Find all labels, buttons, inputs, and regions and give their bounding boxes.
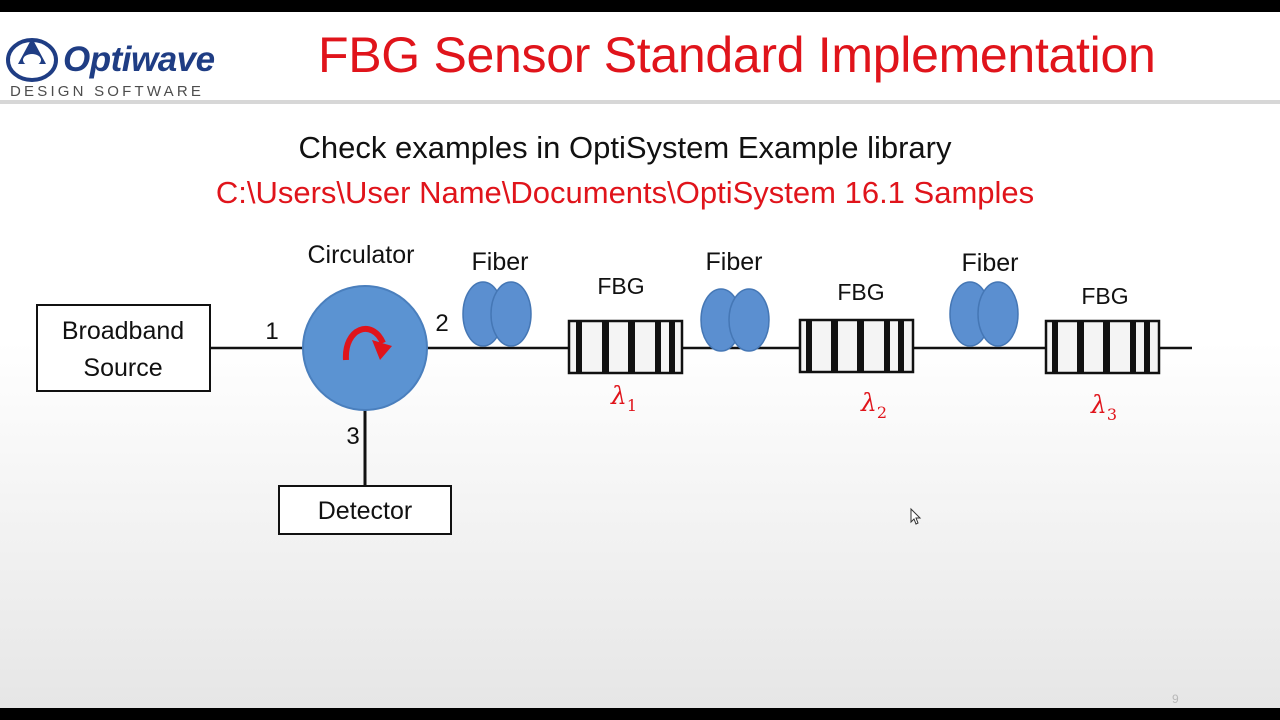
detector-block: Detector [278, 485, 452, 535]
fbg-sensor-diagram: Broadband Source 1 2 3 Circulator Detect… [36, 241, 1192, 535]
slide-title: FBG Sensor Standard Implementation [318, 27, 1156, 83]
top-letterbox [0, 0, 1280, 12]
fbg-grating-3: FBG λ3 [1044, 283, 1161, 424]
bottom-letterbox [0, 708, 1280, 720]
circulator-label: Circulator [308, 241, 415, 269]
fiber-2-label: Fiber [706, 248, 763, 276]
header-divider [0, 100, 1280, 104]
fbg-2-label: FBG [837, 279, 884, 305]
circulator-arrowhead-icon [372, 340, 392, 360]
logo-brand-text: Optiwave [63, 40, 215, 79]
page-number: 9 [1172, 692, 1179, 706]
fiber-1-label: Fiber [472, 248, 529, 276]
slide: Optiwave DESIGN SOFTWARE FBG Sensor Stan… [0, 12, 1280, 708]
fiber-3-label: Fiber [962, 249, 1019, 277]
detector-label: Detector [318, 497, 412, 525]
optiwave-logo-icon [6, 38, 58, 82]
fiber-spool-2: Fiber [700, 248, 770, 352]
fbg-3-label: FBG [1081, 283, 1128, 309]
circulator: Circulator [302, 241, 428, 411]
source-label-line1: Broadband [62, 317, 184, 345]
port-2-label: 2 [435, 310, 448, 337]
fbg-2-wavelength: λ2 [860, 388, 887, 422]
library-instruction: Check examples in OptiSystem Example lib… [298, 130, 952, 165]
mouse-cursor-icon [910, 507, 922, 525]
fiber-spool-1: Fiber [462, 248, 532, 347]
broadband-source-block: Broadband Source [36, 304, 211, 392]
port-1-label: 1 [265, 318, 278, 345]
source-label-line2: Source [83, 354, 162, 382]
fiber-spool-3: Fiber [949, 249, 1019, 347]
library-path: C:\Users\User Name\Documents\OptiSystem … [215, 175, 1035, 210]
optiwave-logo: Optiwave DESIGN SOFTWARE [6, 16, 221, 102]
fbg-grating-1: FBG λ1 [567, 273, 684, 415]
port-3-label: 3 [346, 423, 359, 450]
fbg-1-wavelength: λ1 [610, 381, 637, 415]
fbg-grating-2: FBG λ2 [798, 279, 915, 422]
fbg-1-label: FBG [597, 273, 644, 299]
circulator-arrow-icon [342, 325, 386, 361]
logo-tagline: DESIGN SOFTWARE [10, 83, 205, 100]
fbg-3-wavelength: λ3 [1090, 390, 1117, 424]
